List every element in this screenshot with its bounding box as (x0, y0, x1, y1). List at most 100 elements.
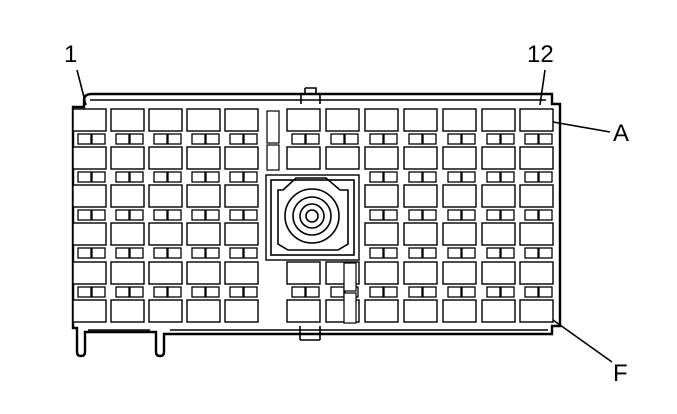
terminal-latch (243, 171, 258, 183)
cavity (224, 108, 259, 132)
terminal-latch (243, 286, 258, 298)
cavity (403, 184, 438, 208)
terminal-latch (408, 286, 423, 298)
terminal-latch (422, 286, 437, 298)
terminal-latch (369, 209, 384, 221)
terminal-latch (538, 209, 553, 221)
cavity (148, 146, 183, 170)
cavity (364, 222, 399, 246)
cavity (519, 299, 554, 323)
terminal-latch (191, 209, 206, 221)
terminal-latch (129, 133, 144, 145)
cavity (519, 222, 554, 246)
terminal-latch (115, 286, 130, 298)
terminal-latch (115, 209, 130, 221)
terminal-latch (167, 286, 182, 298)
terminal-latch (447, 133, 462, 145)
cavity (403, 222, 438, 246)
cavity (72, 184, 107, 208)
cavity (148, 299, 183, 323)
leader-lines (76, 69, 613, 363)
cavity (224, 222, 259, 246)
terminal-latch (77, 247, 92, 259)
terminal-latch (229, 133, 244, 145)
terminal-latch (77, 171, 92, 183)
cavity (481, 184, 516, 208)
terminal-latch (191, 286, 206, 298)
terminal-latch (167, 171, 182, 183)
terminal-latch (524, 286, 539, 298)
terminal-latch (369, 286, 384, 298)
cavity (72, 222, 107, 246)
terminal-latch (153, 286, 168, 298)
cavity (325, 108, 360, 132)
terminal-latch (167, 209, 182, 221)
cavity (481, 222, 516, 246)
cavity (110, 222, 145, 246)
pin-1-label: 1 (64, 41, 77, 68)
terminal-latch (205, 247, 220, 259)
terminal-latch (447, 171, 462, 183)
cavity (519, 184, 554, 208)
cavity (286, 146, 321, 170)
cavity (519, 261, 554, 285)
terminal-latch (77, 209, 92, 221)
terminal-latch (500, 209, 515, 221)
terminal-latch (229, 286, 244, 298)
top-key (300, 87, 321, 104)
cavity (519, 146, 554, 170)
cavity (403, 146, 438, 170)
cavity (110, 184, 145, 208)
terminal-latch (153, 133, 168, 145)
terminal-latch (229, 171, 244, 183)
row-f-label: F (613, 360, 628, 387)
terminal-latch (91, 171, 106, 183)
terminal-latch (330, 133, 345, 145)
terminal-latch (129, 171, 144, 183)
cavity (286, 261, 321, 285)
cavity (224, 261, 259, 285)
terminal-latch (447, 209, 462, 221)
terminal-latch (153, 171, 168, 183)
terminal-latch (305, 286, 320, 298)
terminal-latch (486, 286, 501, 298)
terminal-latch (538, 286, 553, 298)
terminal-latch (91, 247, 106, 259)
terminal-latch (486, 171, 501, 183)
terminal-latch (129, 209, 144, 221)
terminal-latch (408, 209, 423, 221)
cavity (481, 299, 516, 323)
terminal-latch (461, 133, 476, 145)
terminal-latch (500, 286, 515, 298)
terminal-latch (461, 209, 476, 221)
terminal-latch (291, 133, 306, 145)
terminal-latch (369, 247, 384, 259)
terminal-latch (486, 209, 501, 221)
terminal-latch (167, 133, 182, 145)
cavity (224, 299, 259, 323)
cavity (186, 146, 221, 170)
cavity (519, 108, 554, 132)
cavity (72, 146, 107, 170)
separator-slots (266, 110, 357, 324)
terminal-latch (461, 286, 476, 298)
terminal-latch (115, 133, 130, 145)
terminal-latch (229, 209, 244, 221)
terminal-latch (447, 286, 462, 298)
terminal-latch (422, 133, 437, 145)
cavity (403, 108, 438, 132)
row-a-label: A (613, 120, 629, 147)
terminal-latch (500, 133, 515, 145)
terminal-latch (383, 209, 398, 221)
terminal-latch (330, 286, 345, 298)
cavity-grid (72, 108, 554, 323)
terminal-latch (191, 171, 206, 183)
cavity (186, 261, 221, 285)
terminal-latch (153, 209, 168, 221)
cavity (186, 108, 221, 132)
terminal-latch (461, 247, 476, 259)
terminal-latch (205, 171, 220, 183)
terminal-latch (524, 247, 539, 259)
cavity (364, 299, 399, 323)
cavity (148, 108, 183, 132)
